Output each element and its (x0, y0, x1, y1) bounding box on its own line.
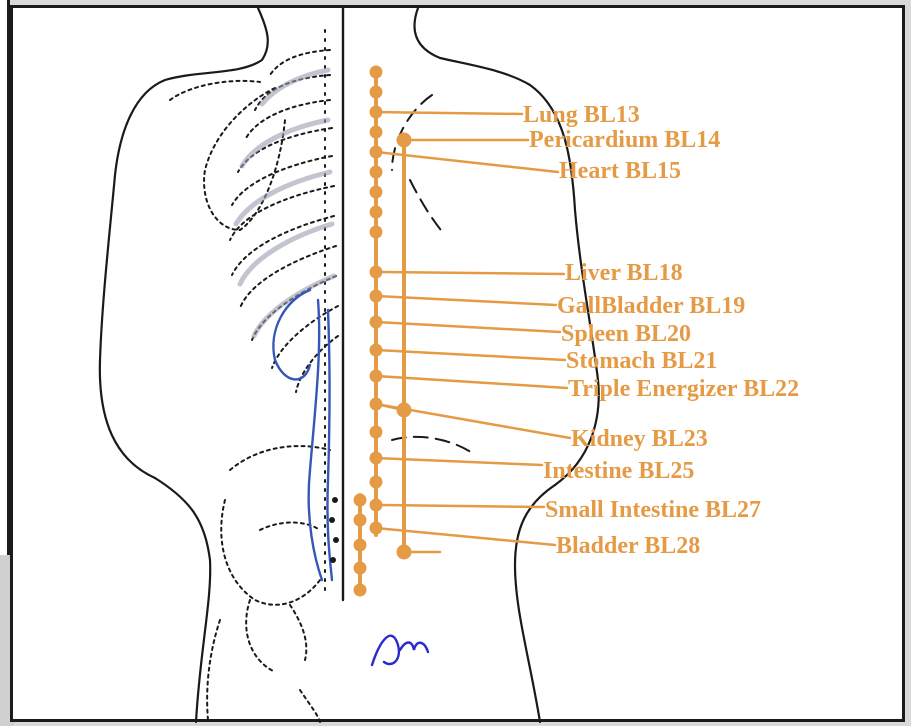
label-small-intestine: Small Intestine BL27 (545, 497, 761, 523)
label-triple-energizer: Triple Energizer BL22 (568, 376, 799, 402)
acupoint-dot (354, 494, 366, 506)
leader-line-small-intestine (376, 505, 544, 507)
kidney-vessels (273, 290, 332, 580)
label-spleen: Spleen BL20 (561, 321, 691, 347)
label-intestine: Intestine BL25 (543, 458, 694, 484)
label-lung: Lung BL13 (523, 102, 640, 128)
acupoint-dot (354, 539, 366, 551)
rib-shading (236, 70, 334, 336)
label-stomach: Stomach BL21 (566, 348, 717, 374)
acupoint-dot (354, 584, 366, 596)
label-bladder: Bladder BL28 (556, 533, 700, 559)
leader-line-lung (376, 112, 522, 114)
ribcage-sketch (170, 30, 338, 722)
acupoint-dot (370, 226, 382, 238)
acupoint-dot (370, 426, 382, 438)
acupoint-dot (354, 514, 366, 526)
signature-text: Am (380, 678, 382, 681)
acupoint-dot (370, 476, 382, 488)
acupoint-dot (370, 86, 382, 98)
acupoint-dot (370, 126, 382, 138)
label-gallbladder: GallBladder BL19 (557, 293, 745, 319)
acupoint-dot (354, 562, 366, 574)
acupoint-dot (370, 166, 382, 178)
acupoint-dot (370, 206, 382, 218)
signature: Am (372, 636, 428, 681)
acupoint-dot (370, 186, 382, 198)
label-heart: Heart BL15 (559, 158, 681, 184)
label-pericardium: Pericardium BL14 (529, 127, 720, 153)
label-liver: Liver BL18 (565, 260, 683, 286)
label-kidney: Kidney BL23 (571, 426, 708, 452)
leader-line-intestine (376, 458, 542, 465)
acupoint-dot (370, 66, 382, 78)
